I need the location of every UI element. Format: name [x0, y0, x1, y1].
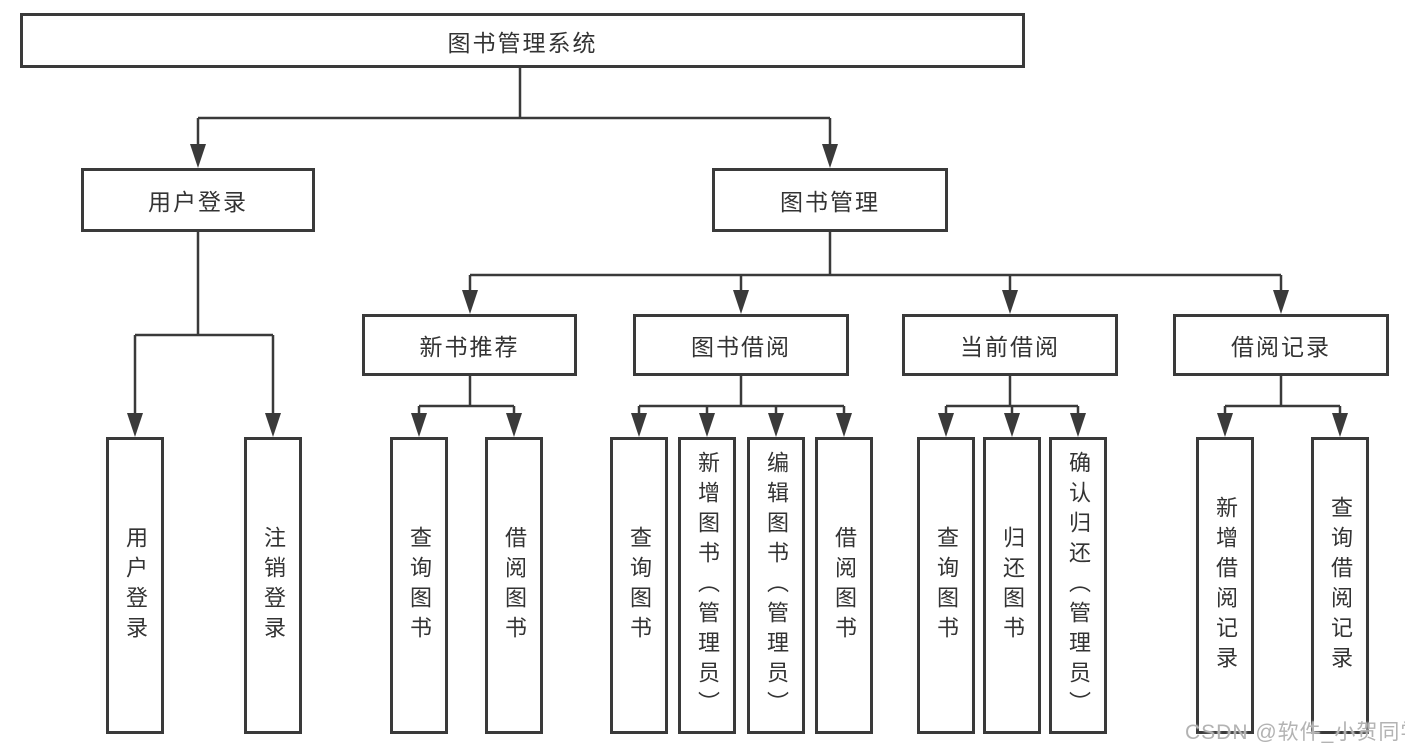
leaf-add-borrow-record: 新增借阅记录: [1196, 437, 1254, 734]
connector-level3-to-leaves: [417, 376, 1342, 416]
leaf-borrow-books-recommendation: 借阅图书: [485, 437, 543, 734]
node-book-borrowing: 图书借阅: [633, 314, 849, 376]
node-book-management: 图书管理: [712, 168, 948, 232]
leaf-return-books: 归还图书: [983, 437, 1041, 734]
leaf-query-books-recommendation: 查询图书: [390, 437, 448, 734]
node-current-borrowing: 当前借阅: [902, 314, 1118, 376]
leaf-confirm-return-admin: 确认归还（管理员）: [1049, 437, 1107, 734]
node-user-login: 用户登录: [81, 168, 315, 232]
connector-bookmgmt-to-level3: [468, 232, 1283, 293]
leaf-query-books-current: 查询图书: [917, 437, 975, 734]
leaf-add-books-admin: 新增图书（管理员）: [678, 437, 736, 734]
connector-userlogin-to-leaves: [133, 232, 275, 416]
leaf-borrow-books: 借阅图书: [815, 437, 873, 734]
leaf-user-login: 用户登录: [106, 437, 164, 734]
arrowheads: [127, 144, 1348, 437]
csdn-watermark: CSDN @软件_小贺同学: [1185, 721, 1405, 744]
node-borrowing-records: 借阅记录: [1173, 314, 1389, 376]
leaf-logout: 注销登录: [244, 437, 302, 734]
node-library-system: 图书管理系统: [20, 13, 1025, 68]
connector-root-to-level2: [196, 68, 832, 147]
leaf-query-borrow-record: 查询借阅记录: [1311, 437, 1369, 734]
leaf-edit-books-admin: 编辑图书（管理员）: [747, 437, 805, 734]
leaf-query-books-borrowing: 查询图书: [610, 437, 668, 734]
node-new-book-recommendation: 新书推荐: [362, 314, 577, 376]
